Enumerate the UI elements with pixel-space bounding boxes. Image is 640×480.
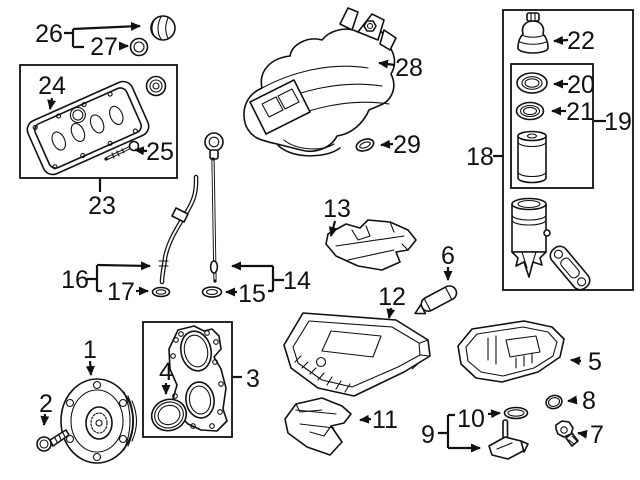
oil-baffle-plate [325, 219, 417, 271]
valve-cover-group-box [19, 64, 178, 179]
manifold-gasket [355, 138, 375, 152]
callout-6[interactable]: 6 [441, 242, 455, 270]
callout-12[interactable]: 12 [378, 283, 406, 311]
callout-26[interactable]: 26 [35, 20, 63, 48]
filter-kit-inner-box [510, 63, 594, 189]
drain-o-ring [545, 394, 563, 410]
valve-cover [26, 80, 150, 176]
callout-24[interactable]: 24 [38, 72, 66, 100]
callout-16[interactable]: 16 [61, 266, 89, 294]
callout-22[interactable]: 22 [567, 27, 595, 55]
callout-20[interactable]: 20 [567, 71, 595, 99]
filter-seal-large [516, 72, 548, 94]
callout-11[interactable]: 11 [372, 406, 398, 434]
callout-2[interactable]: 2 [39, 390, 53, 418]
dipstick-tube [158, 174, 199, 285]
callout-1[interactable]: 1 [83, 336, 97, 364]
camshaft-seal [145, 75, 167, 97]
dipstick [204, 132, 224, 283]
filter-housing-gasket [549, 245, 591, 291]
intake-manifold [243, 7, 397, 157]
callout-13[interactable]: 13 [323, 195, 351, 223]
filter-seal-small [515, 101, 545, 121]
lower-oil-pan [457, 320, 565, 383]
callout-8[interactable]: 8 [582, 387, 596, 415]
oil-filter-group-box [502, 9, 634, 291]
callout-9[interactable]: 9 [421, 421, 435, 449]
tube-seal [151, 286, 171, 298]
oil-filter-cap [517, 12, 549, 54]
oil-filter-element [517, 130, 547, 184]
oil-filler-cap [150, 15, 176, 41]
callout-23[interactable]: 23 [88, 192, 116, 220]
oil-drain-plug [555, 420, 579, 447]
callout-10[interactable]: 10 [457, 405, 485, 433]
sealant-tube [414, 285, 458, 315]
oil-relief-valve [488, 419, 529, 460]
callout-15[interactable]: 15 [238, 280, 266, 308]
dipstick-seal [201, 286, 223, 298]
callout-4[interactable]: 4 [159, 358, 173, 386]
callout-19[interactable]: 19 [604, 108, 632, 136]
callout-17[interactable]: 17 [107, 278, 135, 306]
oil-pan-baffle [284, 397, 352, 456]
callout-14[interactable]: 14 [283, 267, 311, 295]
callout-29[interactable]: 29 [393, 131, 421, 159]
callout-7[interactable]: 7 [590, 421, 604, 449]
callout-25[interactable]: 25 [146, 138, 174, 166]
crankshaft-pulley [60, 378, 138, 464]
upper-oil-pan [283, 312, 431, 397]
callout-leaders [40, 21, 606, 453]
oil-valve-gasket [503, 406, 529, 420]
filler-cap-seal [129, 37, 149, 57]
callout-28[interactable]: 28 [395, 54, 423, 82]
oil-filter-housing [511, 197, 551, 278]
callout-21[interactable]: 21 [566, 98, 594, 126]
callout-27[interactable]: 27 [90, 33, 118, 61]
crankshaft-seal [150, 398, 188, 432]
timing-cover-group-box [142, 321, 233, 438]
callout-3[interactable]: 3 [246, 365, 260, 393]
pulley-bolt [36, 429, 70, 452]
callout-18[interactable]: 18 [466, 143, 494, 171]
callout-5[interactable]: 5 [588, 348, 602, 376]
